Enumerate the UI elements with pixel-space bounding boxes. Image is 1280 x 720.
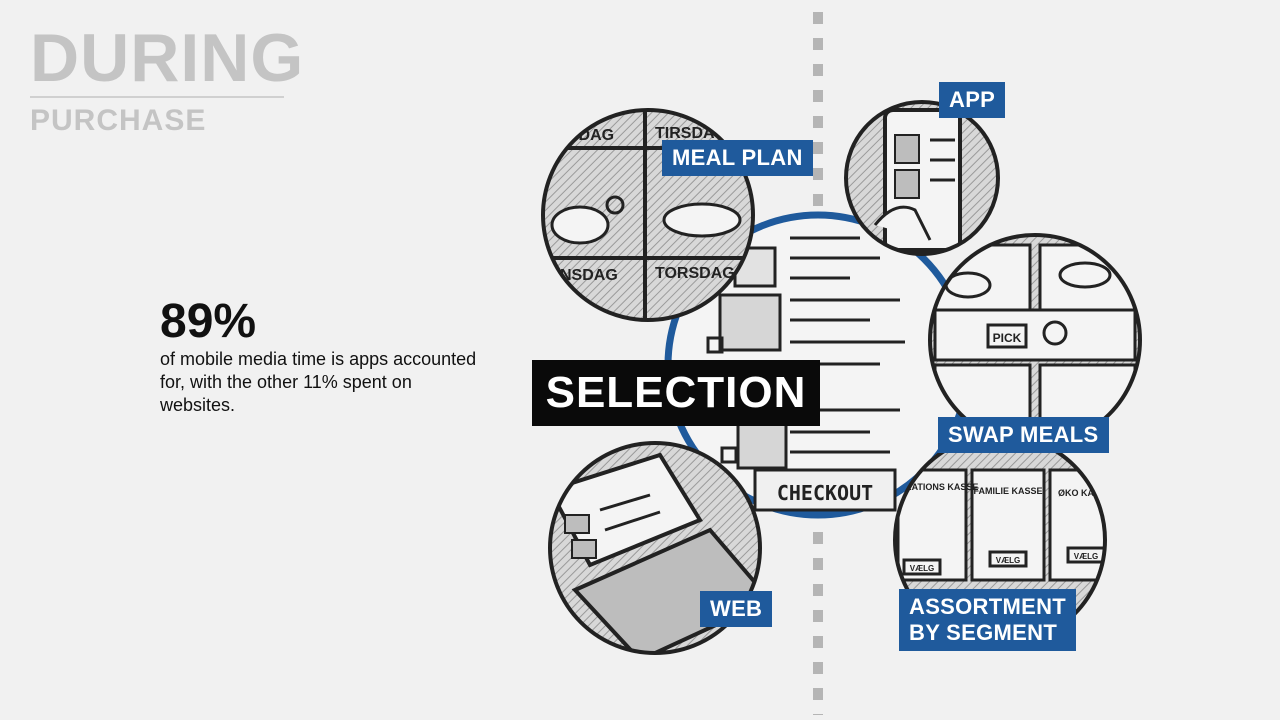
app-label: APP	[939, 82, 1006, 118]
box-button-text: VÆLG	[910, 564, 934, 573]
web-bubble	[548, 441, 762, 655]
meal-day-label: NSDAG	[560, 267, 618, 284]
assortment-label-line1: ASSORTMENT	[909, 594, 1066, 619]
heading-divider	[30, 96, 284, 98]
swap-meals-bubble: PICK	[928, 233, 1142, 447]
heading-title: DURING	[30, 20, 305, 96]
assortment-label-line2: BY SEGMENT	[909, 620, 1058, 645]
heading-subtitle: PURCHASE	[30, 104, 207, 137]
meal-day-label: TIRSDA	[655, 125, 715, 142]
stat-value: 89%	[160, 295, 257, 348]
box-label: ØKO KASSE	[1058, 488, 1112, 498]
stat-description: of mobile media time is apps accounted f…	[160, 349, 477, 415]
pick-text: PICK	[993, 331, 1022, 345]
stat-block: 89% of mobile media time is apps account…	[160, 296, 480, 417]
meal-day-label: NDAG	[567, 127, 614, 144]
web-label: WEB	[700, 591, 773, 627]
app-bubble	[844, 100, 1000, 256]
swap-meals-label: SWAP MEALS	[938, 417, 1109, 453]
box-label: INSPIRATIONS KASSE	[882, 482, 979, 492]
meal-plan-label: MEAL PLAN	[662, 140, 813, 176]
box-button-text: VÆLG	[1074, 552, 1098, 561]
meal-day-label: TORSDAG	[655, 265, 735, 282]
box-button-text: VÆLG	[996, 556, 1020, 565]
checkout-text: CHECKOUT	[777, 481, 873, 505]
section-heading: DURING PURCHASE	[30, 20, 305, 138]
box-label: FAMILIE KASSE	[973, 486, 1042, 496]
assortment-label: ASSORTMENT BY SEGMENT	[899, 589, 1076, 651]
selection-label: SELECTION	[532, 360, 820, 426]
